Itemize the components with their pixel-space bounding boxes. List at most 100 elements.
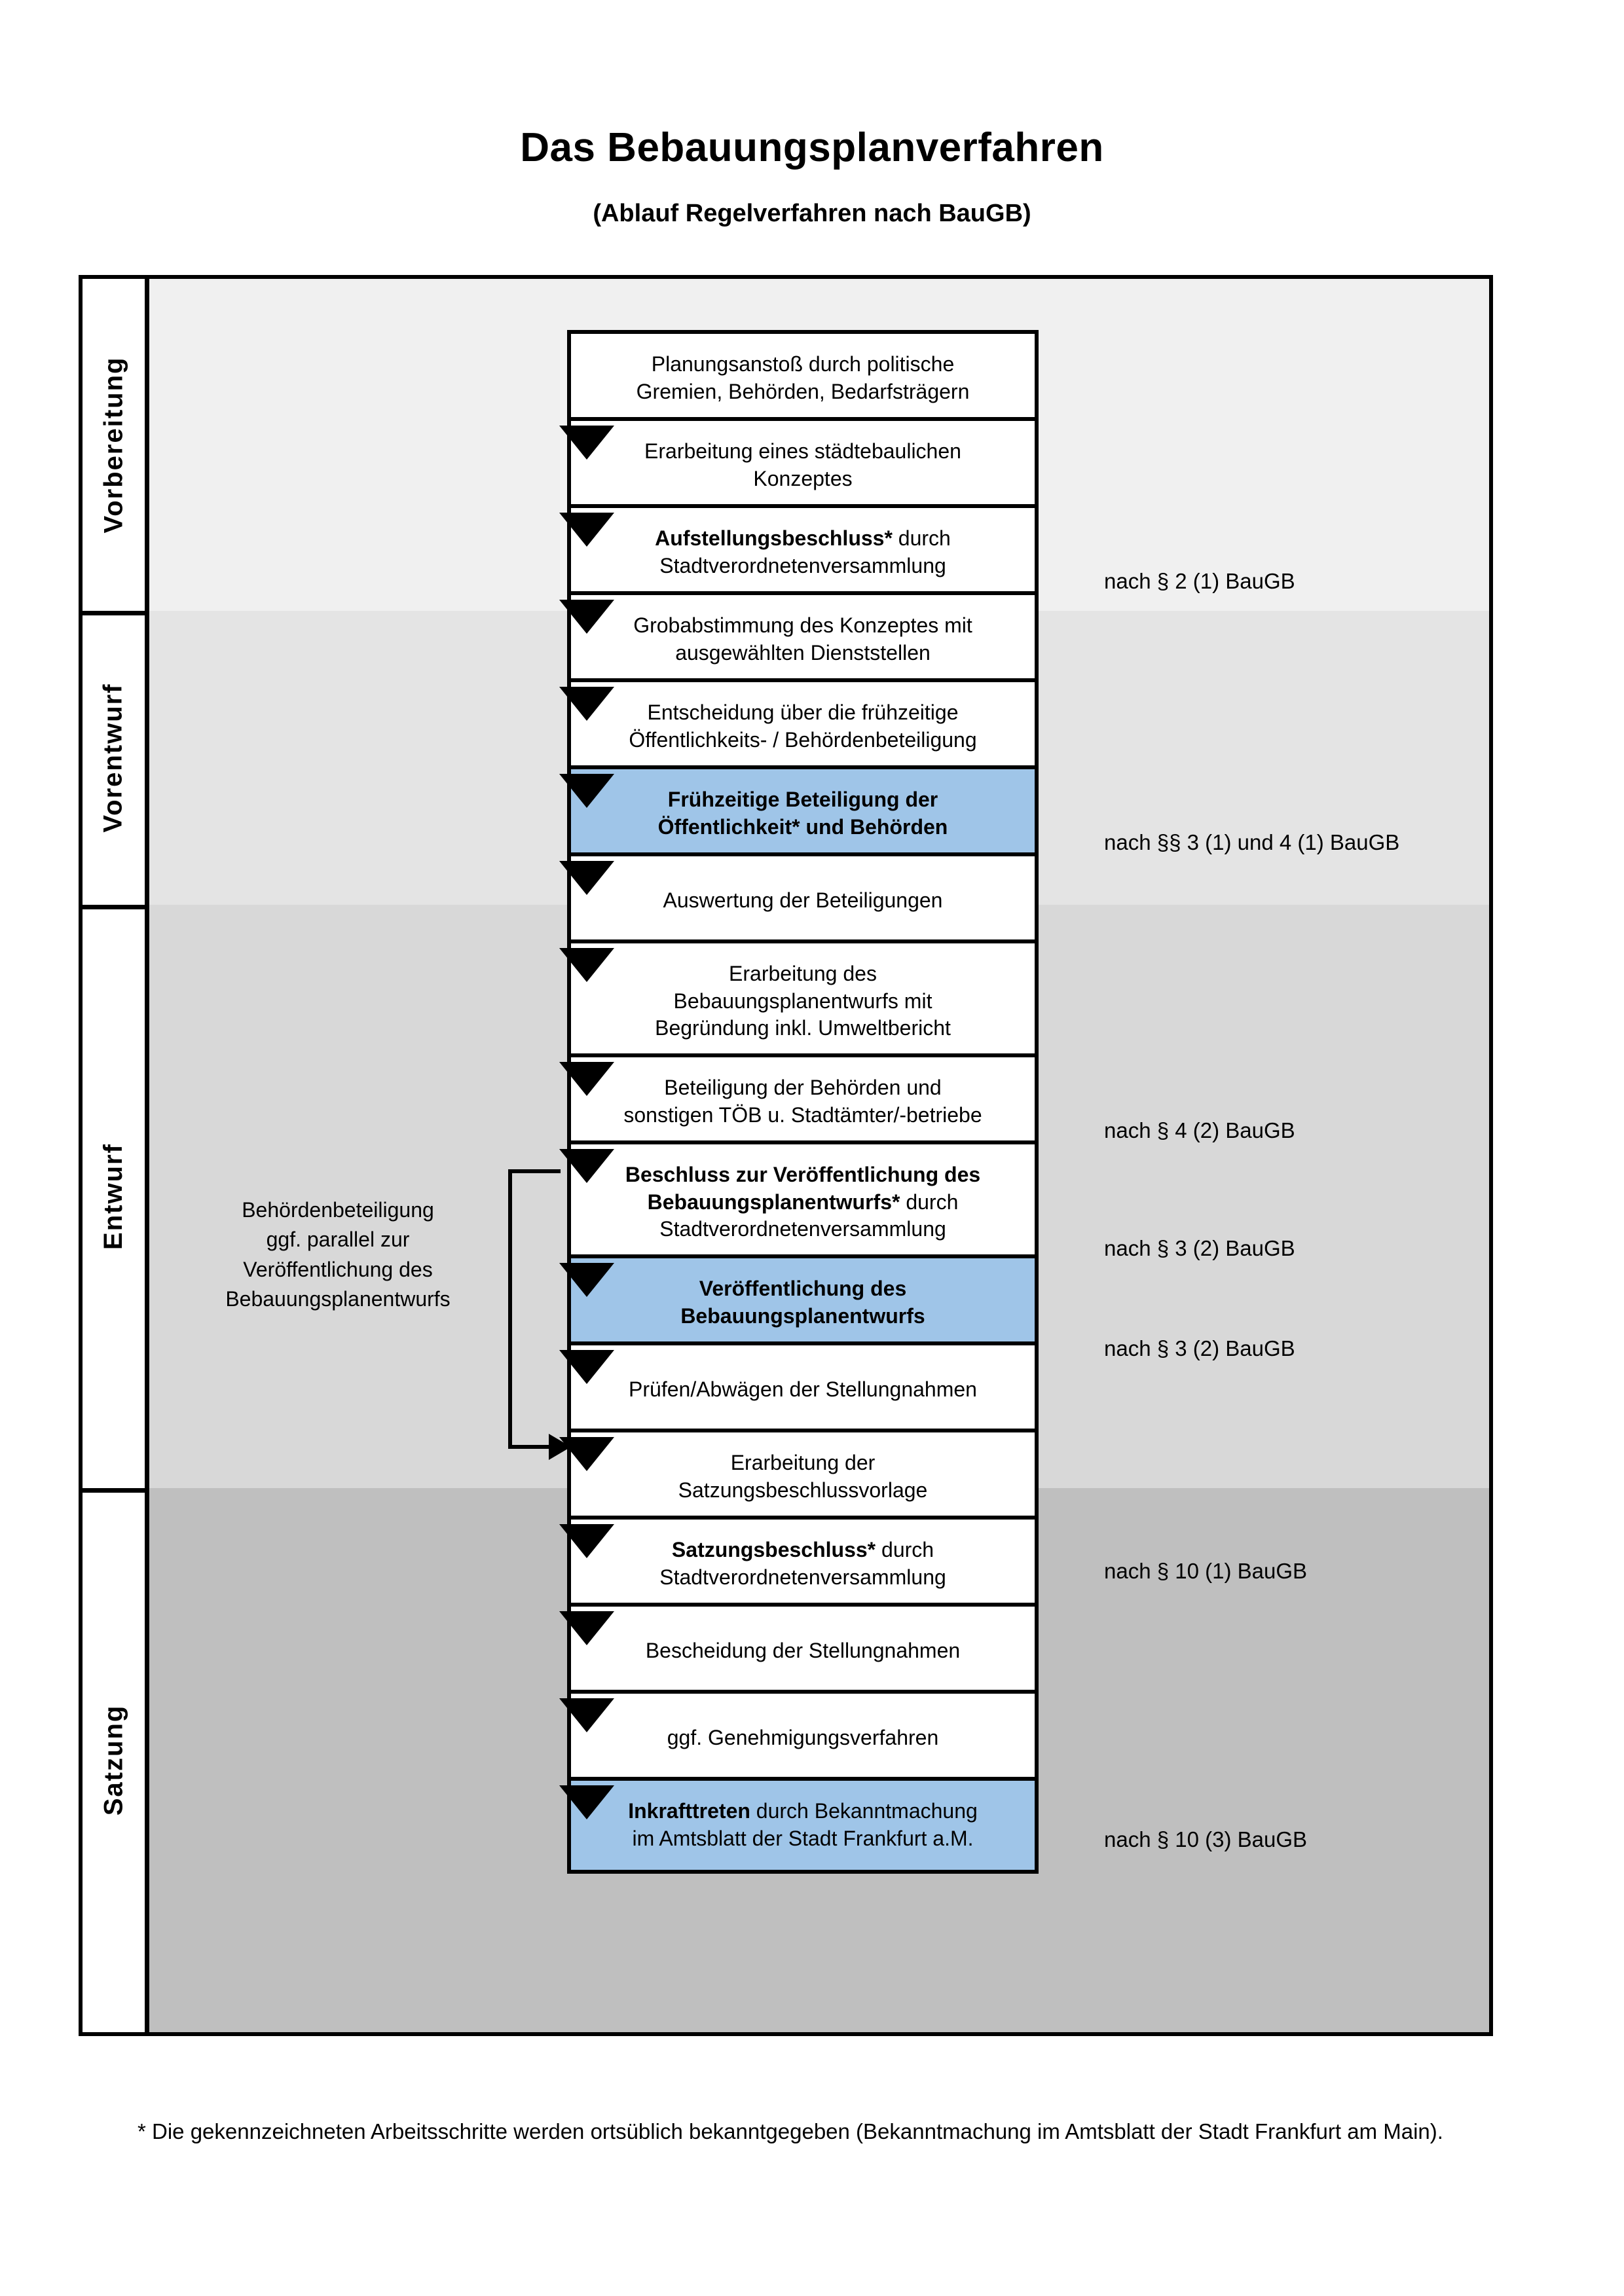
process-step-erarbeitung-bebauungsplanentwurf[interactable]: Erarbeitung des Bebauungsplanentwurfs mi…: [567, 939, 1039, 1063]
flow-arrow-icon: [559, 1062, 614, 1096]
step-line: Veröffentlichung des: [699, 1277, 907, 1301]
step-line-suffix: durch: [900, 1190, 959, 1214]
step-line: Öffentlichkeits- / Behördenbeteiligung: [629, 728, 977, 752]
process-step-erarbeitung-satzungsbeschlussvorlage[interactable]: Erarbeitung der Satzungsbeschlussvorlage: [567, 1429, 1039, 1525]
step-line: Stadtverordnetenversammlung: [659, 554, 946, 577]
step-line: Erarbeitung des: [729, 962, 877, 986]
step-line-bold: Aufstellungsbeschluss*: [655, 526, 893, 551]
step-line: Inkrafttreten durch Bekanntmachung: [628, 1798, 978, 1825]
flow-arrow-icon: [559, 1149, 614, 1183]
side-note-behoerdenbeteiligung: Behördenbeteiligung ggf. parallel zur Ve…: [181, 1195, 495, 1315]
side-note-line: Behördenbeteiligung: [242, 1198, 434, 1222]
step-line-suffix: durch: [892, 526, 951, 551]
process-step-grobabstimmung[interactable]: Grobabstimmung des Konzeptes mit ausgewä…: [567, 591, 1039, 688]
legal-reference-par4-2: nach § 4 (2) BauGB: [1104, 1118, 1295, 1142]
process-step-genehmigungsverfahren[interactable]: ggf. Genehmigungsverfahren: [567, 1690, 1039, 1787]
process-step-aufstellungsbeschluss[interactable]: Aufstellungsbeschluss* durch Stadtverord…: [567, 504, 1039, 601]
side-note-line: ggf. parallel zur: [266, 1228, 410, 1252]
step-line: im Amtsblatt der Stadt Frankfurt a.M.: [632, 1827, 974, 1850]
flow-arrow-icon: [559, 1524, 614, 1558]
process-step-bescheidung-stellungnahmen[interactable]: Bescheidung der Stellungnahmen: [567, 1603, 1039, 1700]
side-note-line: Veröffentlichung des: [243, 1257, 433, 1281]
step-line: Prüfen/Abwägen der Stellungnahmen: [629, 1377, 977, 1402]
document-header: Das Bebauungsplanverfahren (Ablauf Regel…: [0, 0, 1624, 228]
step-line: Öffentlichkeit* und Behörden: [657, 815, 948, 839]
phase-label-entwurf: Entwurf: [83, 905, 145, 1488]
step-line: Planungsanstoß durch politische: [651, 352, 955, 376]
phase-label-vorentwurf: Vorentwurf: [83, 611, 145, 905]
legal-reference-par3-1-par4-1: nach §§ 3 (1) und 4 (1) BauGB: [1104, 830, 1400, 854]
step-line: Begründung inkl. Umweltbericht: [655, 1016, 951, 1040]
process-step-pruefen-abwaegen[interactable]: Prüfen/Abwägen der Stellungnahmen: [567, 1341, 1039, 1438]
flow-arrow-icon: [559, 861, 614, 895]
flow-arrow-icon: [559, 1263, 614, 1297]
phase-label-text: Satzung: [99, 1704, 128, 1816]
process-step-veroeffentlichung-bebauungsplanentwurf[interactable]: Veröffentlichung des Bebauungsplanentwur…: [567, 1254, 1039, 1351]
phase-label-satzung: Satzung: [83, 1488, 145, 2032]
legal-reference-par10-3: nach § 10 (3) BauGB: [1104, 1827, 1308, 1851]
flow-arrow-icon: [559, 1350, 614, 1384]
legal-reference-par10-1: nach § 10 (1) BauGB: [1104, 1559, 1308, 1583]
process-step-auswertung-beteiligungen[interactable]: Auswertung der Beteiligungen: [567, 852, 1039, 949]
phase-label-text: Vorbereitung: [99, 356, 128, 534]
page-subtitle: (Ablauf Regelverfahren nach BauGB): [593, 200, 1031, 227]
flow-arrow-icon: [559, 426, 614, 460]
step-line: Aufstellungsbeschluss* durch: [655, 525, 951, 553]
process-step-satzungsbeschluss[interactable]: Satzungsbeschluss* durch Stadtverordnete…: [567, 1516, 1039, 1613]
process-diagram: Vorbereitung Vorentwurf Entwurf Satzung …: [79, 275, 1493, 2036]
step-line: ausgewählten Dienststellen: [675, 641, 931, 665]
process-step-fruehzeitige-beteiligung[interactable]: Frühzeitige Beteiligung der Öffentlichke…: [567, 765, 1039, 862]
step-line: Bescheidung der Stellungnahmen: [645, 1639, 961, 1663]
phase-separator-1: [83, 611, 149, 615]
phase-separator-3: [83, 1488, 149, 1493]
phase-label-vorbereitung: Vorbereitung: [83, 279, 145, 611]
step-line: sonstigen TÖB u. Stadtämter/-betriebe: [623, 1103, 982, 1127]
process-step-planungsanstoss[interactable]: Planungsanstoß durch politische Gremien,…: [567, 330, 1039, 427]
step-line-bold: Bebauungsplanentwurfs*: [647, 1190, 900, 1214]
process-step-inkrafttreten[interactable]: Inkrafttreten durch Bekanntmachung im Am…: [567, 1777, 1039, 1874]
legal-reference-par3-2-beschluss: nach § 3 (2) BauGB: [1104, 1236, 1295, 1260]
phase-strip-divider: [145, 279, 149, 2032]
flow-arrow-icon: [559, 1698, 614, 1732]
step-line-suffix: durch Bekanntmachung: [750, 1799, 978, 1823]
step-line: Erarbeitung eines städtebaulichen: [644, 439, 961, 464]
step-line: Satzungsbeschluss* durch: [672, 1537, 934, 1564]
flow-arrow-icon: [559, 687, 614, 721]
step-line-bold: Satzungsbeschluss*: [671, 1538, 876, 1562]
legal-reference-par2-1: nach § 2 (1) BauGB: [1104, 569, 1295, 593]
flow-arrow-icon: [559, 513, 614, 547]
process-step-beschluss-veroeffentlichung[interactable]: Beschluss zur Veröffentlichung des Bebau…: [567, 1140, 1039, 1264]
flow-arrow-icon: [559, 774, 614, 808]
step-line: ggf. Genehmigungsverfahren: [667, 1726, 939, 1750]
step-line: Erarbeitung der: [730, 1451, 876, 1475]
footnote: * Die gekennzeichneten Arbeitsschritte w…: [138, 2119, 1443, 2143]
step-line: Stadtverordnetenversammlung: [659, 1217, 946, 1241]
process-step-staedtebauliches-konzept[interactable]: Erarbeitung eines städtebaulichen Konzep…: [567, 417, 1039, 514]
flow-arrow-icon: [559, 1611, 614, 1645]
flow-arrow-icon: [559, 948, 614, 982]
phase-label-text: Entwurf: [99, 1143, 128, 1250]
step-line: Konzeptes: [753, 467, 853, 490]
step-line: Stadtverordnetenversammlung: [659, 1565, 946, 1589]
process-step-beteiligung-behoerden-toeb[interactable]: Beteiligung der Behörden und sonstigen T…: [567, 1053, 1039, 1150]
bracket-connector-vertical-segment: [508, 1169, 512, 1449]
legal-reference-par3-2-veroeffentlichung: nach § 3 (2) BauGB: [1104, 1336, 1295, 1360]
process-step-entscheidung-fruehzeitige-beteiligung[interactable]: Entscheidung über die frühzeitige Öffent…: [567, 678, 1039, 775]
bracket-connector-bottom-segment: [508, 1445, 553, 1449]
step-line: Beschluss zur Veröffentlichung des: [625, 1163, 981, 1187]
step-line-bold: Inkrafttreten: [628, 1799, 750, 1823]
phase-label-text: Vorentwurf: [99, 683, 128, 833]
side-note-line: Bebauungsplanentwurfs: [225, 1287, 451, 1311]
bracket-connector-top-segment: [508, 1169, 561, 1173]
step-line: Bebauungsplanentwurfs: [680, 1304, 925, 1328]
step-line: Beteiligung der Behörden und: [664, 1076, 942, 1100]
step-line: Satzungsbeschlussvorlage: [678, 1478, 928, 1502]
flow-arrow-icon: [559, 1785, 614, 1819]
phase-separator-2: [83, 905, 149, 909]
step-line: Gremien, Behörden, Bedarfsträgern: [636, 380, 970, 403]
step-line: Bebauungsplanentwurfs mit: [673, 989, 932, 1013]
step-line: Entscheidung über die frühzeitige: [647, 701, 959, 725]
step-line: Bebauungsplanentwurfs* durch: [648, 1189, 959, 1216]
page-title: Das Bebauungsplanverfahren: [520, 125, 1104, 170]
step-line: Grobabstimmung des Konzeptes mit: [633, 613, 972, 638]
